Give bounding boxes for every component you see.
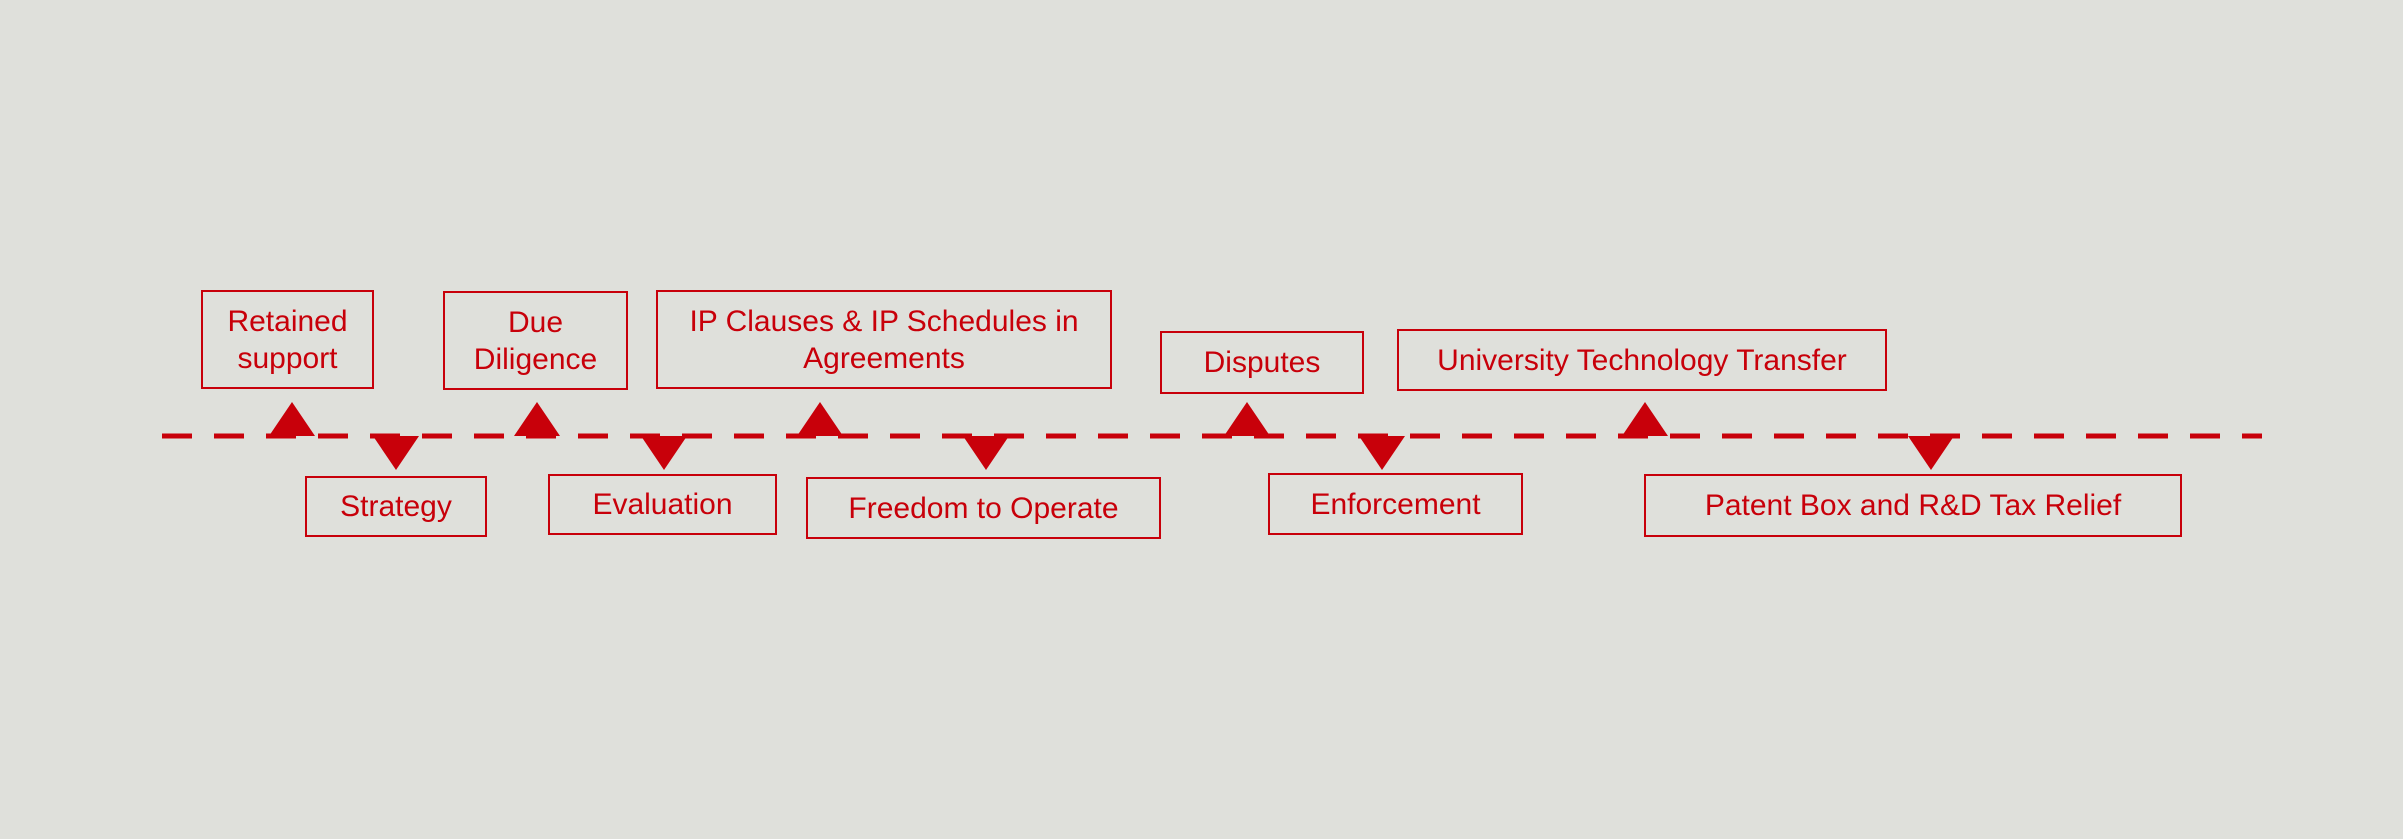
timeline-item-label: IP Clauses & IP Schedules in Agreements: [689, 304, 1079, 375]
triangle-up-icon: [1622, 402, 1668, 436]
triangle-down-icon: [963, 436, 1009, 470]
timeline-item-label: Evaluation: [592, 488, 733, 521]
timeline-item-label: Strategy: [340, 490, 452, 523]
timeline-item-label: Enforcement: [1310, 487, 1481, 521]
timeline-item-label: Retained support: [227, 304, 348, 375]
timeline-item-ip-clauses: IP Clauses & IP Schedules in Agreements: [656, 290, 1112, 389]
timeline-item-evaluation: Evaluation: [548, 474, 777, 535]
triangle-down-icon: [1359, 436, 1405, 470]
triangle-down-icon: [1908, 436, 1954, 470]
triangle-up-icon: [1224, 402, 1270, 436]
timeline-item-label: Freedom to Operate: [848, 491, 1119, 525]
timeline-item-enforcement: Enforcement: [1268, 473, 1523, 535]
timeline-item-label: University Technology Transfer: [1437, 343, 1847, 377]
triangle-down-icon: [641, 436, 687, 470]
triangle-up-icon: [269, 402, 315, 436]
timeline-item-due-diligence: Due Diligence: [443, 291, 628, 390]
timeline-item-label: Patent Box and R&D Tax Relief: [1704, 489, 2122, 522]
timeline-item-strategy: Strategy: [305, 476, 487, 537]
timeline-item-patent-box: Patent Box and R&D Tax Relief: [1644, 474, 2182, 537]
timeline-item-label: Due Diligence: [473, 305, 598, 376]
timeline-item-freedom-to-operate: Freedom to Operate: [806, 477, 1161, 539]
triangle-down-icon: [373, 436, 419, 470]
timeline-item-retained-support: Retained support: [201, 290, 374, 389]
triangle-up-icon: [797, 402, 843, 436]
timeline-item-disputes: Disputes: [1160, 331, 1364, 394]
triangle-up-icon: [514, 402, 560, 436]
timeline-item-university-technology-transfer: University Technology Transfer: [1397, 329, 1887, 391]
timeline-item-label: Disputes: [1203, 346, 1321, 379]
